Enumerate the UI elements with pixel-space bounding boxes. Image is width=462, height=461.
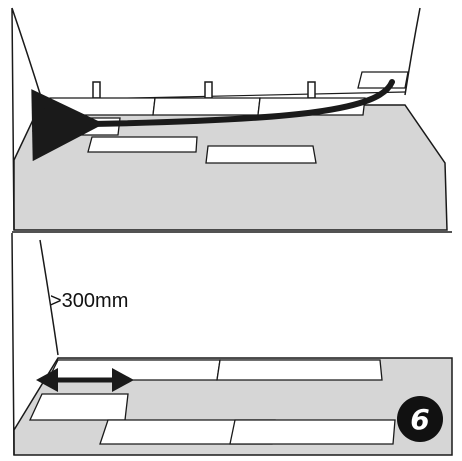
bottom-second-row [28,393,396,445]
offset-starter-plank [28,393,129,421]
spacer-wedge [204,81,213,99]
plank [45,97,156,116]
top-corner-marks [32,95,48,133]
offset-arrow-right-head [112,368,134,392]
plank [152,97,261,116]
plank [216,359,383,381]
distance-label: >300mm [50,290,128,312]
bottom-first-row [46,359,383,381]
top-spacer-wedges [92,81,316,99]
plank [87,136,198,153]
plank [229,419,396,445]
plank [46,359,221,381]
spacer-wedge [307,81,316,99]
plank [205,145,317,164]
bottom-left-wall-edge [11,232,59,456]
top-move-arrow [31,79,395,162]
top-panel [11,7,448,231]
top-cut-end-plank [357,71,409,89]
bottom-panel: >300mm 6 [11,232,453,456]
spacer-wedge [92,81,101,99]
offset-arrow-left-head [36,368,58,392]
top-right-wall-edge [404,7,421,96]
step-number-badge [397,396,443,442]
step-number: 6 [410,403,429,436]
